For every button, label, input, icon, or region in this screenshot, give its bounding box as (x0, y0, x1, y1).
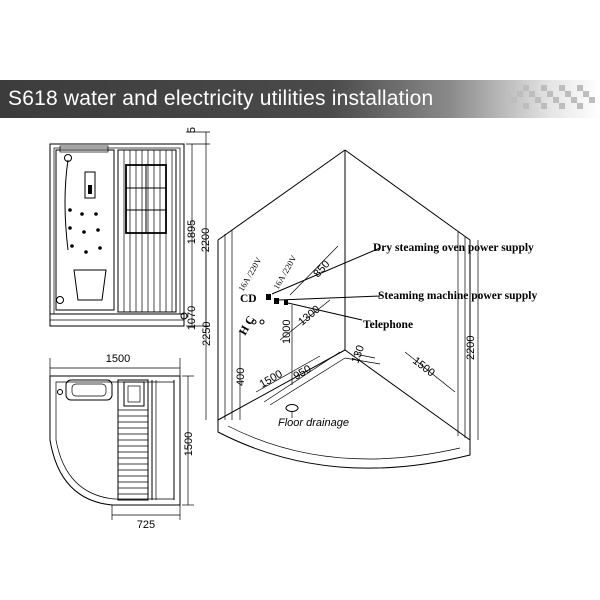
cold-valve-icon (259, 319, 265, 325)
seat-top (65, 379, 113, 401)
dim-5: 5 (186, 127, 198, 133)
dim-1070: 1070 (186, 306, 198, 330)
page-title: S618 water and electricity utilities ins… (8, 87, 434, 110)
dim-1500-right: 1500 (410, 355, 437, 380)
telephone-jack-icon (284, 300, 288, 305)
dim-1500-left: 1500 (258, 368, 285, 391)
top-view: 1500 1500 725 (49, 353, 195, 531)
banner-gradient (0, 80, 600, 118)
control-panel (84, 171, 96, 199)
hot-valve-icon (251, 319, 257, 325)
tray-curve (217, 420, 471, 469)
dim-725: 725 (137, 519, 155, 531)
socket-1-label: 16A /220V (236, 255, 264, 293)
floor-drain-icon (285, 404, 299, 412)
dim-1000: 1000 (281, 320, 293, 344)
socket-steam-icon (274, 298, 279, 304)
floor-drainage-label: Floor drainage (278, 417, 349, 429)
mark-cd: CD (240, 293, 257, 305)
shower-hose (64, 159, 69, 251)
dim-850: 850 (311, 258, 332, 280)
dim-1300: 1300 (296, 303, 322, 328)
dim-1500-top-depth: 1500 (183, 432, 195, 456)
socket-2-label: 16A /220V (271, 253, 299, 291)
front-outer-frame (49, 143, 185, 327)
quadrant-tray (49, 375, 181, 506)
iso-view: Floor drainage Dry steaming oven power s… (201, 149, 537, 469)
front-view: 1895 2200 5 1070 (49, 127, 212, 330)
dim-400: 400 (235, 368, 247, 386)
checker-pattern-icon (505, 85, 595, 109)
seat (73, 269, 107, 301)
socket-oven-icon (266, 294, 271, 300)
dim-130: 130 (350, 344, 368, 365)
callout-oven: Dry steaming oven power supply (373, 242, 534, 254)
column-panel (55, 149, 115, 311)
dim-1895: 1895 (186, 220, 198, 244)
title-banner: S618 water and electricity utilities ins… (0, 80, 600, 118)
dim-1500-top-width: 1500 (106, 353, 130, 365)
callout-steam: Steaming machine power supply (378, 290, 537, 302)
bucket (123, 381, 145, 407)
shower-head-icon (64, 154, 72, 162)
dim-2250: 2250 (201, 322, 213, 346)
slatted-panel (117, 149, 177, 313)
callout-telephone: Telephone (363, 319, 413, 331)
dim-2200-iso: 2200 (465, 336, 477, 360)
